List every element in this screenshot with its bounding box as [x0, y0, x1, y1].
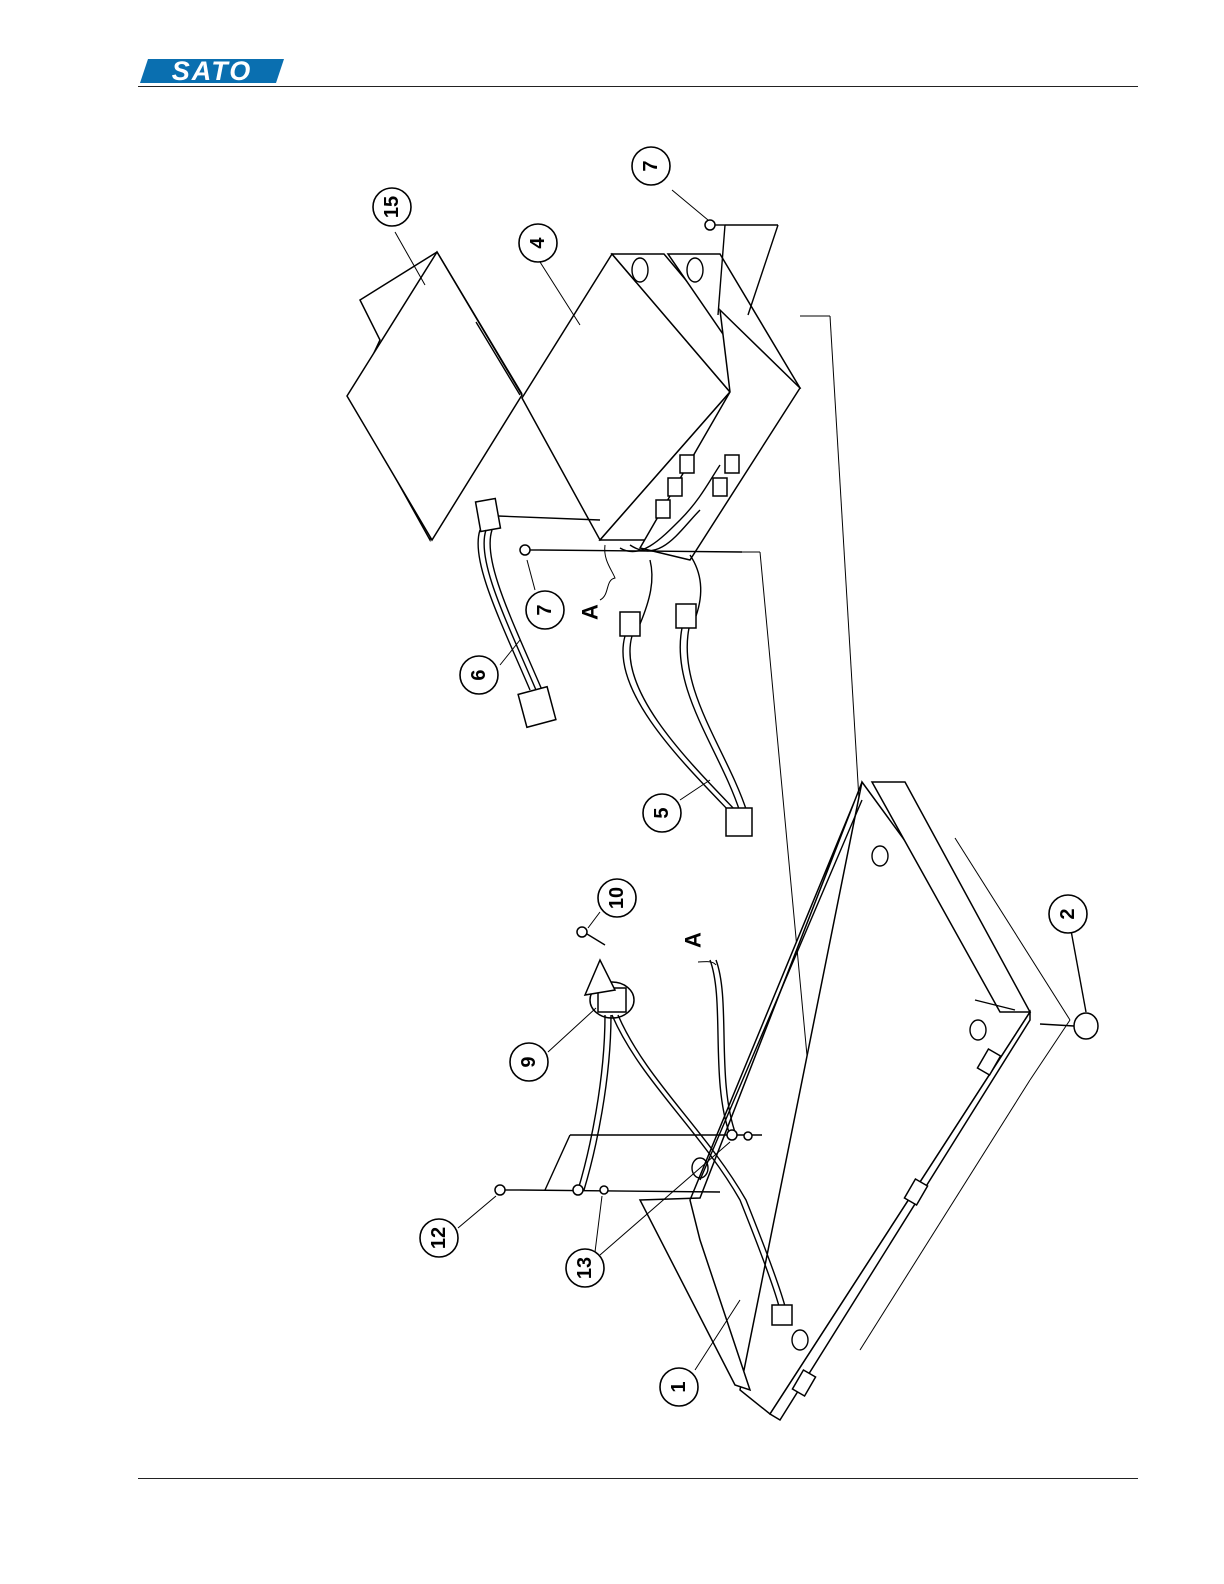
callout-10-label: 10 [606, 887, 628, 909]
callout-10: 10 [598, 879, 636, 917]
callout-2-label: 2 [1057, 908, 1079, 919]
leader-9 [548, 1008, 596, 1052]
callout-6: 6 [460, 656, 498, 694]
part-10-screw [577, 927, 605, 945]
leader-12 [458, 1196, 496, 1228]
leader-7-lower [527, 560, 535, 590]
callout-15-label: 15 [381, 196, 403, 218]
callout-5-label: 5 [651, 807, 673, 818]
callout-7-upper: 7 [632, 147, 670, 185]
part-12-screw [495, 1135, 762, 1195]
callout-1: 1 [660, 1368, 698, 1406]
callout-4: 4 [519, 224, 557, 262]
screw-7-lower [520, 545, 742, 555]
callout-13: 13 [566, 1249, 604, 1287]
callout-4-label: 4 [527, 237, 549, 249]
callout-12: 12 [420, 1219, 458, 1257]
leader-a-lower [698, 962, 716, 965]
callout-1-label: 1 [668, 1381, 690, 1392]
leader-a-upper [600, 545, 615, 600]
callout-9: 9 [510, 1043, 548, 1081]
part-15-cover-plate [347, 252, 522, 540]
part-1-base-frame [640, 782, 1070, 1420]
callout-5: 5 [643, 794, 681, 832]
callout-9-label: 9 [518, 1056, 540, 1067]
callout-7-upper-label: 7 [640, 160, 662, 171]
callout-7-lower-label: 7 [534, 604, 556, 615]
leader-4 [540, 262, 580, 325]
callout-15: 15 [373, 188, 411, 226]
leader-5 [680, 780, 710, 800]
leader-7-upper [672, 190, 708, 220]
marker-a-upper: A [578, 604, 603, 620]
callout-7-lower: 7 [526, 591, 564, 629]
callout-12-label: 12 [428, 1227, 450, 1249]
part-5-wire-harness [620, 555, 752, 836]
leader-13a [595, 1196, 602, 1252]
callout-13-label: 13 [574, 1257, 596, 1279]
marker-a-lower: A [681, 932, 706, 948]
callout-2: 2 [1049, 895, 1087, 933]
part-13-washers [573, 1130, 752, 1195]
footer-divider [138, 1478, 1138, 1479]
leader-10 [588, 912, 600, 928]
callout-6-label: 6 [468, 669, 490, 680]
